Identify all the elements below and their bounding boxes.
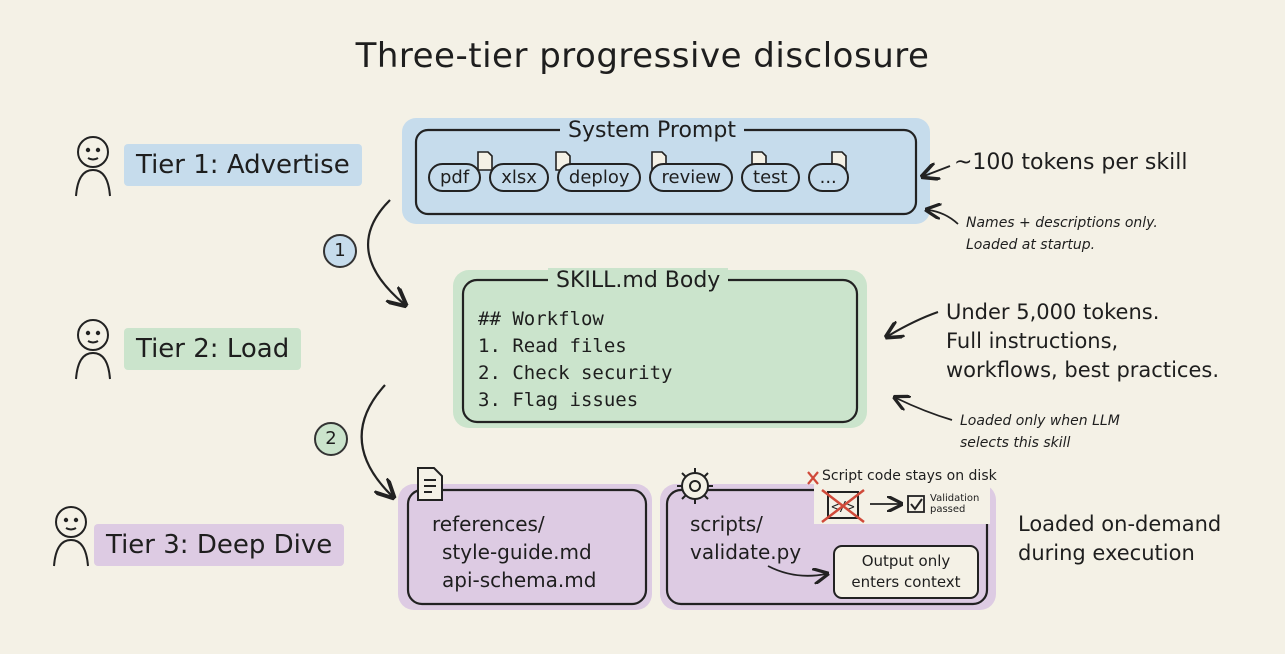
disk-note: Script code stays on disk bbox=[822, 468, 997, 484]
tier2-sub-arrow bbox=[896, 398, 953, 421]
tier1-main-arrow bbox=[924, 166, 951, 176]
skill-body-line: 1. Read files bbox=[478, 335, 627, 357]
tier2-main-line: workflows, best practices. bbox=[946, 358, 1219, 382]
tier2-sub-line: selects this skill bbox=[960, 435, 1071, 451]
output-note-line: Output only bbox=[861, 552, 951, 570]
scripts-folder: scripts/ bbox=[690, 512, 763, 536]
tier3-main-line: during execution bbox=[1018, 541, 1195, 565]
scripts-file: validate.py bbox=[690, 540, 802, 564]
tier1-main-note: ~100 tokens per skill bbox=[954, 150, 1188, 175]
step2-arrow bbox=[360, 384, 392, 496]
diagram-title: Three-tier progressive disclosure bbox=[355, 36, 930, 76]
code-crossed-icon: </> bbox=[821, 489, 865, 523]
step1-arrow bbox=[367, 199, 404, 304]
tier1-sub-line: Names + descriptions only. bbox=[966, 215, 1158, 231]
tier2-label: Tier 2: Load bbox=[124, 328, 302, 370]
skill-chip-xlsx: xlsx bbox=[489, 163, 549, 192]
step2-badge: 2 bbox=[314, 422, 348, 456]
skill-chip-review: review bbox=[649, 163, 734, 192]
scripts-content: scripts/ validate.py bbox=[690, 510, 801, 566]
skill-body-content: ## Workflow 1. Read files 2. Check secur… bbox=[478, 306, 672, 414]
tier1-sub-line: Loaded at startup. bbox=[966, 237, 1096, 253]
step1-badge: 1 bbox=[323, 234, 357, 268]
tier1-person-icon bbox=[75, 136, 111, 197]
skill-body-title: SKILL.md Body bbox=[548, 268, 729, 293]
gear-icon bbox=[677, 468, 713, 504]
references-file: style-guide.md bbox=[442, 540, 592, 564]
system-prompt-title: System Prompt bbox=[560, 118, 744, 143]
references-panel bbox=[398, 484, 652, 610]
skill-body-panel bbox=[453, 270, 867, 428]
tier2-person-icon bbox=[75, 319, 111, 380]
skill-body-line: 2. Check security bbox=[478, 362, 673, 384]
tier3-label: Tier 3: Deep Dive bbox=[94, 524, 345, 566]
file-icon bbox=[417, 467, 443, 501]
tier2-main-note: Under 5,000 tokens. Full instructions, w… bbox=[946, 298, 1219, 385]
skill-chip-row: pdf xlsx deploy review test ... bbox=[428, 163, 849, 192]
tier1-sub-note: Names + descriptions only. Loaded at sta… bbox=[966, 212, 1158, 256]
tier2-main-line: Full instructions, bbox=[946, 329, 1119, 353]
tier3-main-line: Loaded on-demand bbox=[1018, 512, 1222, 536]
cross-icon bbox=[807, 471, 819, 485]
tier2-main-arrow bbox=[888, 311, 939, 336]
references-frame bbox=[406, 488, 648, 606]
skill-chip-more: ... bbox=[807, 163, 849, 192]
output-arrow bbox=[767, 565, 826, 576]
output-note-line: enters context bbox=[851, 573, 961, 591]
skill-chip-deploy: deploy bbox=[556, 163, 642, 192]
references-folder: references/ bbox=[432, 512, 545, 536]
skill-body-line: ## Workflow bbox=[478, 308, 604, 330]
tier2-sub-note: Loaded only when LLM selects this skill bbox=[960, 410, 1120, 454]
check-icon bbox=[907, 495, 925, 513]
tier2-sub-line: Loaded only when LLM bbox=[960, 413, 1120, 429]
validation-note: Validation passed bbox=[930, 493, 980, 515]
tier1-label: Tier 1: Advertise bbox=[124, 144, 362, 186]
tier3-person-icon bbox=[53, 506, 89, 567]
tier1-sub-arrow bbox=[928, 210, 959, 225]
references-content: references/ style-guide.md api-schema.md bbox=[432, 510, 596, 594]
output-note: Output only enters context bbox=[834, 551, 978, 593]
tier2-main-line: Under 5,000 tokens. bbox=[946, 300, 1160, 324]
references-file: api-schema.md bbox=[442, 568, 597, 592]
skill-chip-pdf: pdf bbox=[428, 163, 482, 192]
skill-chip-test: test bbox=[741, 163, 800, 192]
tier3-main-note: Loaded on-demand during execution bbox=[1018, 510, 1221, 568]
skill-body-line: 3. Flag issues bbox=[478, 389, 639, 411]
output-note-box bbox=[833, 545, 979, 599]
